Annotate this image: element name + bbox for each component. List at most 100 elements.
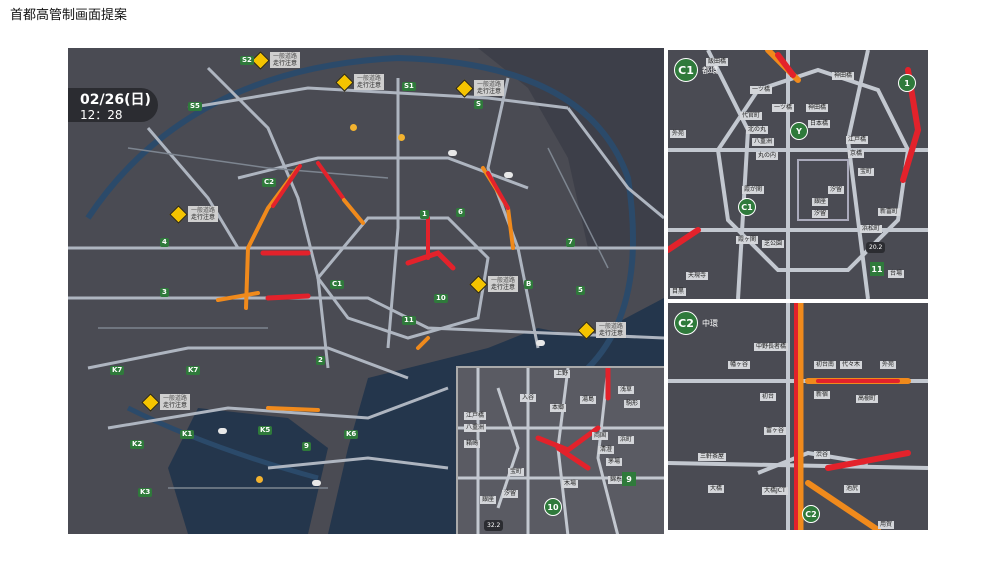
inset-map-eastern[interactable]: 上野 入谷 本郷 湯島 浅草 駒形 江戸橋 八重洲 箱崎 両国 浜町 清澄 茅場… bbox=[456, 366, 664, 534]
inset-label[interactable]: 錦糸町 bbox=[608, 476, 631, 484]
inset-label[interactable]: 浜町 bbox=[618, 436, 635, 444]
route-badge[interactable]: K3 bbox=[138, 488, 153, 497]
route-badge-large[interactable]: 11 bbox=[870, 262, 884, 276]
c1-detail-panel[interactable]: C1 都環 飯田橋 一ツ橋 神田橋 代官町 北の丸 一ツ橋 神田橋 日本橋 八重… bbox=[668, 50, 928, 299]
inset-label[interactable]: 汐留 bbox=[502, 490, 519, 498]
inset-label[interactable]: 湯島 bbox=[580, 396, 597, 404]
inset-label[interactable]: 浅草 bbox=[618, 386, 635, 394]
route-badge[interactable]: C1 bbox=[330, 280, 345, 289]
route-badge[interactable]: S bbox=[474, 100, 484, 109]
route-badge-large[interactable]: 9 bbox=[622, 472, 636, 486]
c1-label[interactable]: 浜松町 bbox=[860, 225, 883, 233]
c2-label[interactable]: 大橋 bbox=[708, 485, 725, 493]
c2-label[interactable]: 初台 bbox=[760, 393, 777, 401]
route-badge-large[interactable]: 1 bbox=[898, 74, 916, 92]
c1-label[interactable]: 代官町 bbox=[740, 112, 763, 120]
c2-label[interactable]: 高樹町 bbox=[856, 395, 879, 403]
c1-label[interactable]: 霞が関 bbox=[742, 186, 765, 194]
route-badge[interactable]: 10 bbox=[434, 294, 448, 303]
c1-label[interactable]: 銀座 bbox=[812, 198, 829, 206]
c1-label[interactable]: 芝公園 bbox=[762, 240, 785, 248]
inset-label[interactable]: 茅場 bbox=[606, 458, 623, 466]
route-badge[interactable]: K7 bbox=[186, 366, 201, 375]
route-badge-large[interactable]: 10 bbox=[544, 498, 562, 516]
c1-label[interactable]: 台場 bbox=[888, 270, 905, 278]
route-badge[interactable]: K6 bbox=[344, 430, 359, 439]
c2-label[interactable]: 中野長者橋 bbox=[754, 343, 789, 351]
c2-label[interactable]: 三軒茶屋 bbox=[698, 453, 727, 461]
route-badge-large[interactable]: C1 bbox=[738, 198, 756, 216]
c1-label[interactable]: 京橋 bbox=[848, 150, 865, 158]
inset-label[interactable]: 木場 bbox=[562, 480, 579, 488]
c2-label[interactable]: 大橋JCT bbox=[762, 487, 788, 495]
route-badge[interactable]: 11 bbox=[402, 316, 416, 325]
c1-label[interactable]: 北の丸 bbox=[746, 126, 769, 134]
caution-marker[interactable]: 一般道路走行注意 bbox=[141, 392, 191, 412]
caution-marker[interactable]: 一般道路走行注意 bbox=[335, 72, 385, 92]
route-badge[interactable]: S2 bbox=[240, 56, 254, 65]
route-badge[interactable]: S5 bbox=[188, 102, 202, 111]
c2-label[interactable]: 代々木 bbox=[840, 361, 863, 369]
inset-label[interactable]: 上野 bbox=[554, 370, 571, 378]
route-badge[interactable]: K7 bbox=[110, 366, 125, 375]
route-badge-large[interactable]: C2 bbox=[802, 505, 820, 523]
route-badge[interactable]: S1 bbox=[402, 82, 416, 91]
c1-label[interactable]: 一ツ橋 bbox=[772, 104, 795, 112]
c1-label[interactable]: 外苑 bbox=[670, 130, 687, 138]
route-badge[interactable]: 1 bbox=[420, 210, 429, 219]
route-badge[interactable]: 7 bbox=[566, 238, 575, 247]
c2-label[interactable]: 初台南 bbox=[814, 361, 837, 369]
c1-label[interactable]: 一ツ橋 bbox=[750, 86, 773, 94]
inset-label[interactable]: 駒形 bbox=[624, 400, 641, 408]
c1-label[interactable]: 目黒 bbox=[670, 288, 687, 296]
c2-label[interactable]: 外苑 bbox=[880, 361, 897, 369]
inset-label[interactable]: 清澄 bbox=[598, 446, 615, 454]
c2-label[interactable]: 幡ヶ谷 bbox=[728, 361, 751, 369]
inset-label[interactable]: 宝町 bbox=[508, 468, 525, 476]
route-badge[interactable]: C2 bbox=[262, 178, 277, 187]
caution-marker[interactable]: 一般道路走行注意 bbox=[251, 50, 301, 70]
c2-label[interactable]: 渋谷 bbox=[814, 451, 831, 459]
c1-label[interactable]: 汐留 bbox=[828, 186, 845, 194]
caution-marker[interactable]: 一般道路走行注意 bbox=[469, 274, 519, 294]
c1-label[interactable]: 宝町 bbox=[858, 168, 875, 176]
route-badge[interactable]: 5 bbox=[576, 286, 585, 295]
c1-label[interactable]: 新富町 bbox=[878, 208, 901, 216]
inset-label[interactable]: 入谷 bbox=[520, 394, 537, 402]
inset-label[interactable]: 江戸橋 bbox=[464, 412, 487, 420]
c1-label[interactable]: 江戸橋 bbox=[846, 136, 869, 144]
route-badge[interactable]: K2 bbox=[130, 440, 145, 449]
route-badge[interactable]: 6 bbox=[456, 208, 465, 217]
c2-label[interactable]: 池尻 bbox=[844, 485, 861, 493]
inset-label[interactable]: 本郷 bbox=[550, 404, 567, 412]
route-badge[interactable]: 9 bbox=[302, 442, 311, 451]
inset-label[interactable]: 銀座 bbox=[480, 496, 497, 504]
c2-label[interactable]: 富ヶ谷 bbox=[764, 427, 787, 435]
main-traffic-map[interactable]: 02/26(日) 12：28 一般道路走行注意 一般道路走行注意 一般道路走行注… bbox=[68, 48, 664, 534]
caution-marker[interactable]: 一般道路走行注意 bbox=[169, 204, 219, 224]
c2-label[interactable]: 用賀 bbox=[878, 521, 895, 529]
route-badge[interactable]: 2 bbox=[316, 356, 325, 365]
c1-label[interactable]: 丸の内 bbox=[756, 152, 779, 160]
c1-label[interactable]: 神田橋 bbox=[832, 72, 855, 80]
inset-label[interactable]: 箱崎 bbox=[464, 440, 481, 448]
caution-marker[interactable]: 一般道路走行注意 bbox=[455, 78, 505, 98]
c1-label[interactable]: 飯田橋 bbox=[706, 58, 729, 66]
route-badge[interactable]: 3 bbox=[160, 288, 169, 297]
caution-marker[interactable]: 一般道路走行注意 bbox=[577, 320, 627, 340]
inset-label[interactable]: 両国 bbox=[592, 432, 609, 440]
c1-label[interactable]: 日本橋 bbox=[808, 120, 831, 128]
c1-label[interactable]: 霞ヶ関 bbox=[736, 236, 759, 244]
c2-label[interactable]: 新宿 bbox=[814, 391, 831, 399]
inset-label[interactable]: 八重洲 bbox=[464, 424, 487, 432]
route-badge[interactable]: B bbox=[524, 280, 534, 289]
route-badge-large[interactable]: Y bbox=[790, 122, 808, 140]
c1-label[interactable]: 八重洲 bbox=[752, 138, 775, 146]
c2-detail-panel[interactable]: C2 中環 中野長者橋 幡ヶ谷 初台南 初台 富ヶ谷 新宿 代々木 外苑 渋谷 … bbox=[668, 303, 928, 530]
c1-label[interactable]: 汐留 bbox=[812, 210, 829, 218]
c1-label[interactable]: 天現寺 bbox=[686, 272, 709, 280]
c1-label[interactable]: 神田橋 bbox=[806, 104, 829, 112]
route-badge[interactable]: K5 bbox=[258, 426, 273, 435]
route-badge[interactable]: 4 bbox=[160, 238, 169, 247]
route-badge[interactable]: K1 bbox=[180, 430, 195, 439]
